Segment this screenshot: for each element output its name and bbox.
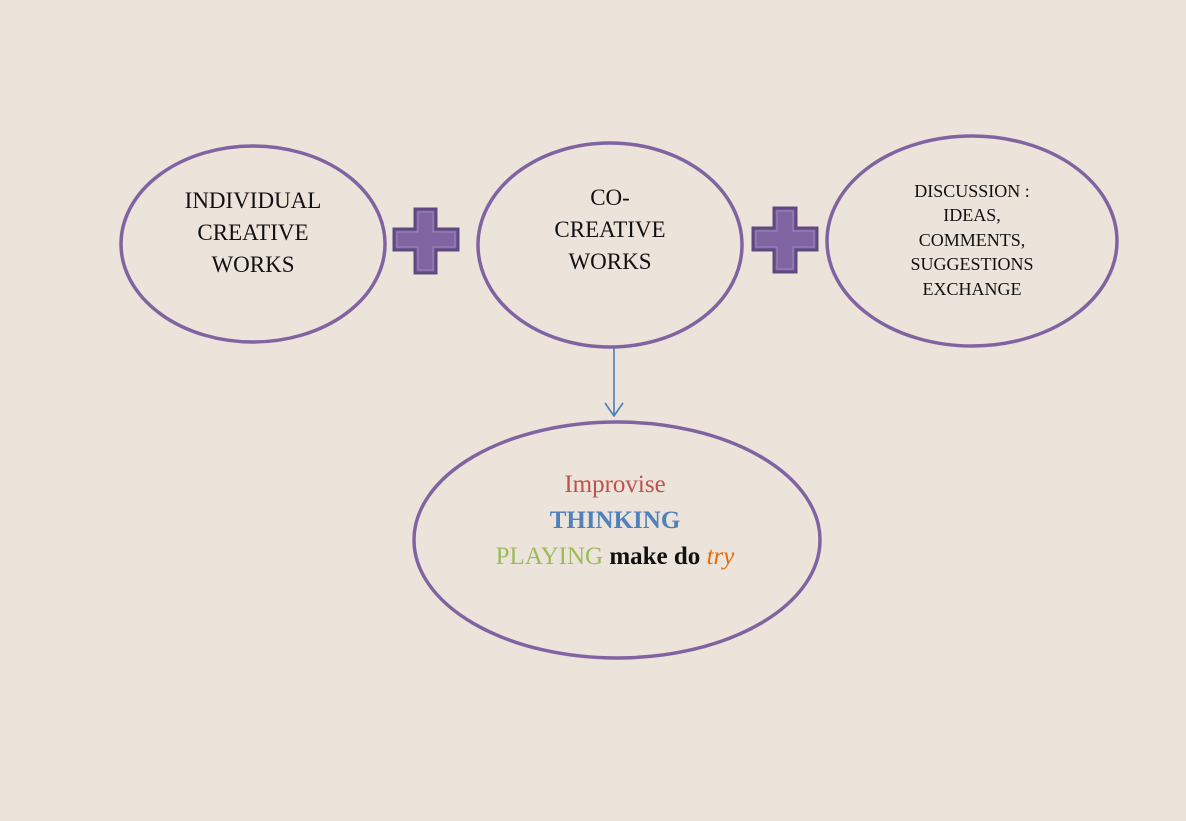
discussion-line-5: EXCHANGE <box>922 278 1022 299</box>
thinking-word: THINKING <box>549 507 681 534</box>
individual-line-2: CREATIVE <box>197 220 309 245</box>
improvise-word: Improvise <box>564 471 666 498</box>
try-word: try <box>706 543 735 570</box>
plus-icon-left <box>392 207 460 275</box>
individual-line-3: WORKS <box>211 252 295 277</box>
discussion-label: DISCUSSION : IDEAS, COMMENTS, SUGGESTION… <box>872 178 1072 302</box>
co-creative-works-ellipse <box>476 141 744 349</box>
discussion-ellipse <box>825 134 1119 348</box>
individual-creative-works-ellipse <box>119 144 387 344</box>
co-creative-works-label: CO- CREATIVE WORKS <box>510 182 710 278</box>
individual-creative-works-label: INDIVIDUAL CREATIVE WORKS <box>153 185 353 281</box>
discussion-line-2: IDEAS, <box>943 205 1001 226</box>
discussion-line-3: COMMENTS, <box>918 229 1026 250</box>
playing-word: PLAYING <box>495 543 604 570</box>
discussion-line-1: DISCUSSION : <box>914 180 1030 201</box>
cocreative-line-3: WORKS <box>568 249 652 274</box>
plus-icon-right <box>751 206 819 274</box>
discussion-line-4: SUGGESTIONS <box>910 254 1034 275</box>
outcome-ellipse <box>412 420 822 660</box>
make-do-words: make do <box>609 543 701 570</box>
individual-line-1: INDIVIDUAL <box>184 188 322 213</box>
outcome-label: Improvise THINKING PLAYING make do try <box>455 466 775 576</box>
down-arrow-icon <box>604 347 624 418</box>
outcome-line-3: PLAYING make do try <box>496 539 735 575</box>
cocreative-line-1: CO- <box>590 185 630 210</box>
cocreative-line-2: CREATIVE <box>554 217 666 242</box>
